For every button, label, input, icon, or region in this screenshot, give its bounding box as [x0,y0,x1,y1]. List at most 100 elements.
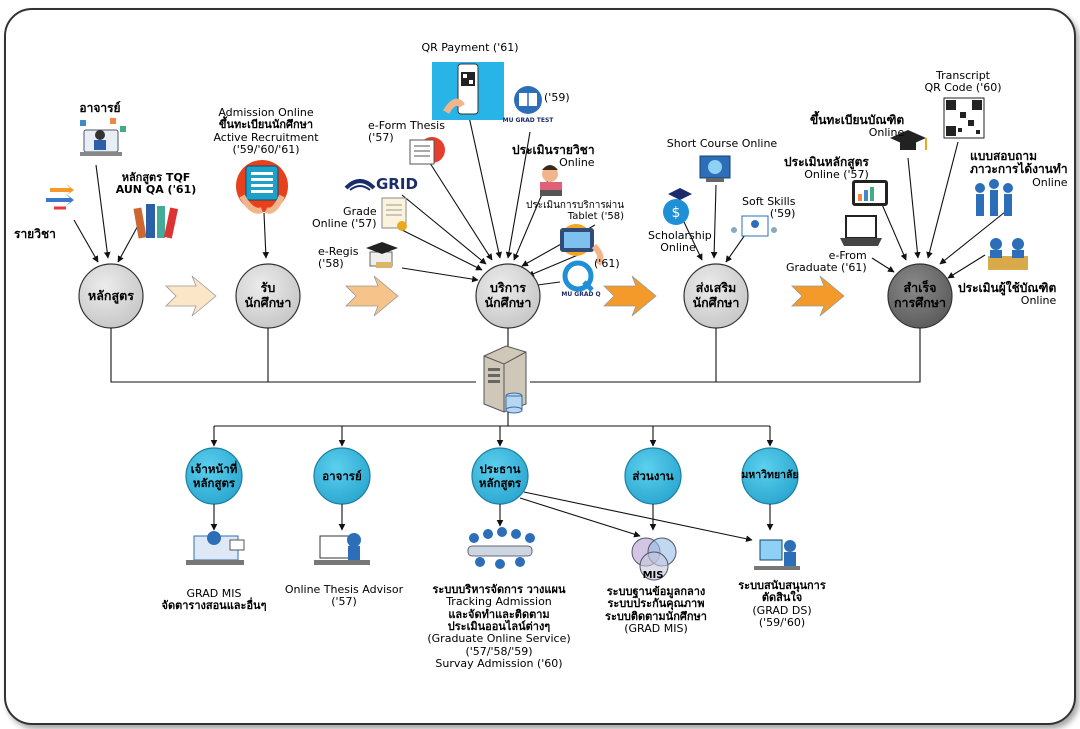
survey-line2: ภาวะการได้งานทำ [970,162,1068,177]
ds-line3: (GRAD DS) [752,603,812,617]
cur-line4: ประเมินออนไลน์ต่างๆ [447,619,551,633]
db-line2: ระบบประกันคุณภาพ [607,597,705,611]
admission-line1: Admission Online [218,106,314,119]
thesis-line2: ('57) [331,595,357,609]
subject-label: รายวิชา [14,227,56,241]
eform-thesis-icon [409,137,445,165]
svg-text:$: $ [672,205,681,221]
laptop-graduate-icon [840,215,882,246]
db-line4: (GRAD MIS) [624,621,688,635]
admission-online-label: Admission Online ขึ้นทะเบียนนักศึกษา Act… [196,106,336,156]
cur-line2: Tracking Admission [446,595,552,609]
role-circles [185,447,799,505]
survey-group-icon [975,179,1013,216]
grad-q-logo-label: MU GRAD Q [561,291,601,298]
stage-graduate-line1: สำเร็จ [903,280,937,295]
system-connectors [210,491,774,543]
eval-service-label: ประเมินการบริการผ่าน Tablet ('58) [526,200,624,222]
grid-logo-label: GRID [376,175,418,193]
eregis-line1: e-Regis [318,245,359,258]
role-teacher-line1: อาจารย์ [322,469,362,483]
stage1-arrows [73,164,141,263]
eform-graduate-label: e-From Graduate ('61) [786,249,867,275]
decision-support-label: ระบบสนับสนุนการ ตัดสินใจ (GRAD DS) ('59/… [722,579,842,629]
thesis-advisor-label: Online Thesis Advisor ('57) [276,583,412,609]
employer-eval-icon [988,238,1028,270]
register-grad-line2: Online [868,126,905,140]
stage-admission-line1: รับ [260,280,276,295]
role-teacher-label: อาจารย์ [302,469,382,483]
stage-promote-label: ส่งเสริม นักศึกษา [676,280,756,310]
grade-line1: Grade [343,205,377,218]
role-university-line1: มหาวิทยาลัย [741,469,799,481]
stage-curriculum-text: หลักสูตร [88,288,134,303]
eregis-icon [366,242,398,268]
survey-line1: แบบสอบถาม [970,149,1038,163]
grid-logo-icon [344,179,376,191]
short-course-label: Short Course Online [666,137,778,150]
qr-payment-icon [432,62,504,120]
cur-line3: และจัดทำและติดตาม [448,607,550,621]
eval-service-line1: ประเมินการบริการผ่าน [526,200,625,211]
short-course-icon [699,155,731,182]
role-staff-label: เจ้าหน้าที่ หลักสูตร [174,462,254,491]
grade-line2: Online ('57) [312,217,377,231]
transcript-line2: QR Code ('60) [924,81,1002,95]
stage-admission-line2: นักศึกษา [244,295,292,310]
tqf-line1: หลักสูตร TQF [121,171,191,184]
role-chair-label: ประธาน หลักสูตร [460,462,540,491]
register-grad-label: ขึ้นทะเบียนบัณฑิต Online [810,113,905,140]
eval-service-line2: Tablet ('58) [567,211,625,223]
eval-curr-line1: ประเมินหลักสูตร [784,155,869,169]
server-icon [483,345,527,414]
scholarship-line1: Scholarship [648,229,712,242]
eform-grad-line1: e-From [828,249,867,262]
soft-skills-icon [731,215,777,237]
grad-test-year-label: ('59) [544,91,570,104]
role-university-label: มหาวิทยาลัย [730,469,810,482]
role-staff-line2: หลักสูตร [192,476,236,491]
eregis-label: e-Regis ('58) [318,245,359,271]
soft-skills-line1: Soft Skills [742,195,796,208]
subject-icon [46,184,74,210]
stage-curriculum-label: หลักสูตร [71,288,151,303]
eval-user-label: ประเมินผู้ใช้บัณฑิต Online [958,281,1057,308]
stage-service-line1: บริการ [490,280,526,295]
eval-user-line1: ประเมินผู้ใช้บัณฑิต [958,281,1057,295]
eval-user-line2: Online [1020,294,1057,308]
role-chair-line2: หลักสูตร [478,476,522,491]
role-faculty-label: ส่วนงาน [613,469,693,483]
eval-curriculum-label: ประเมินหลักสูตร Online ('57) [784,155,869,182]
db-line1: ระบบฐานข้อมูลกลาง [606,585,706,598]
grad-mis-icon [186,531,245,565]
teacher-label: อาจารย์ [79,101,121,115]
role-connectors [210,412,774,447]
stage-circles [78,263,953,329]
transcript-line1: Transcript [936,69,990,82]
cur-line7: Survay Admission ('60) [435,656,563,670]
admission-line3: Active Recruitment [213,130,319,144]
grad-mis-label: GRAD MIS จัดตารางสอนและอื่นๆ [144,587,284,613]
grade-certificate-icon [381,197,407,231]
soft-skills-label: Soft Skills ('59) [742,195,796,221]
meeting-icon [467,527,535,569]
survey-line3: Online [1032,175,1068,189]
eform-line2: ('57) [368,131,394,145]
stage-service-label: บริการ นักศึกษา [468,280,548,310]
decision-support-icon [754,539,800,570]
graduation-cap-icon [890,130,927,150]
role-staff-line1: เจ้าหน้าที่ [190,462,238,476]
ds-line4: ('59/'60) [758,615,806,629]
grad-q-year-label: ('61) [594,257,620,270]
teacher-icon [80,118,126,156]
stage5-arrows [871,141,1011,279]
ds-line2: ตัดสินใจ [761,591,803,605]
eform-grad-line2: Graduate ('61) [786,261,867,275]
venn-mis-label: MIS [642,570,664,581]
tqf-label: หลักสูตร TQF AUN QA ('61) [108,171,204,197]
stage-graduate-label: สำเร็จ การศึกษา [880,280,960,310]
tablet-service-icon [560,224,604,266]
role-chair-line1: ประธาน [479,462,521,476]
diagram-frame [4,8,1076,725]
